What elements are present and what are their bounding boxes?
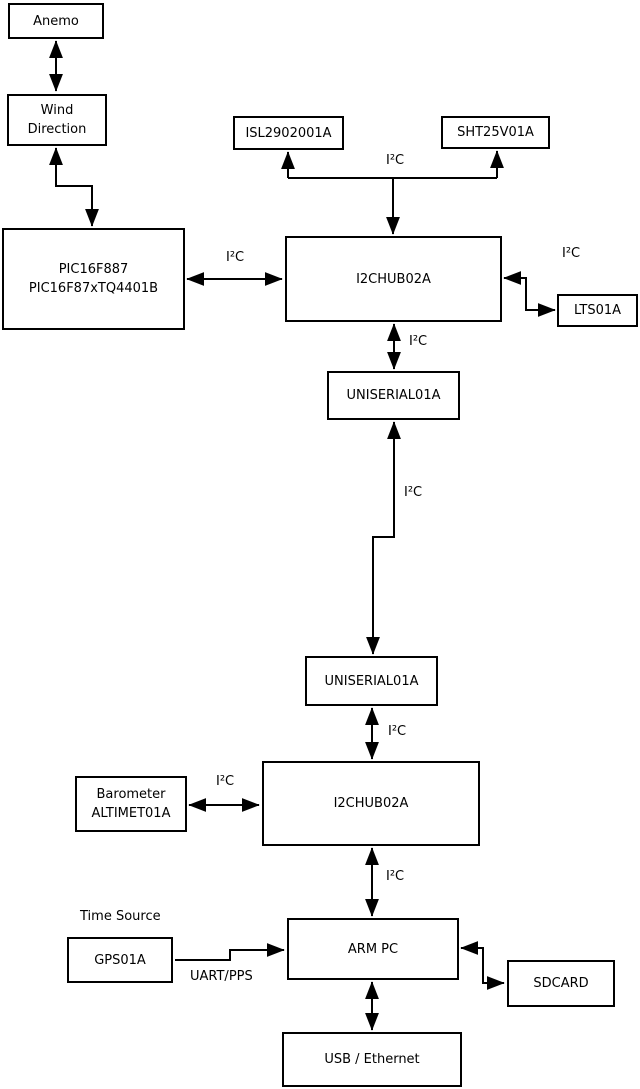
- edge-label-i2c-top-bus: I²C: [386, 153, 405, 168]
- node-arm-pc: ARM PC: [287, 918, 459, 980]
- node-pic-label-line2: PIC16F87xTQ4401B: [28, 281, 159, 296]
- node-sdcard: SDCARD: [507, 960, 615, 1007]
- edge-label-i2c-hub2-arm: I²C: [386, 869, 405, 884]
- node-wind-direction: Wind Direction: [7, 94, 107, 146]
- node-barometer-label-line1: Barometer: [96, 787, 166, 802]
- edge-gps-arm: [175, 943, 285, 961]
- node-lts01a-label: LTS01A: [573, 303, 622, 318]
- node-barometer-altimet01a: Barometer ALTIMET01A: [75, 776, 187, 832]
- node-i2chub02a-lower-label: I2CHUB02A: [333, 796, 409, 811]
- node-sht25v01a: SHT25V01A: [441, 116, 550, 149]
- node-wind-direction-label-line2: Direction: [27, 122, 87, 137]
- node-sdcard-label: SDCARD: [533, 976, 589, 991]
- node-anemometer-label: Anemo: [33, 13, 79, 29]
- edge-label-uart-pps: UART/PPS: [190, 969, 253, 984]
- edge-label-i2c-hub1-uniserial1: I²C: [409, 334, 428, 349]
- edge-label-i2c-uniserial-link: I²C: [404, 485, 423, 500]
- edge-label-i2c-pic-hub1: I²C: [226, 250, 245, 265]
- node-usb-ethernet-label: USB / Ethernet: [324, 1052, 420, 1067]
- node-i2chub02a-upper-label: I2CHUB02A: [356, 271, 431, 287]
- node-uniserial01a-upper: UNISERIAL01A: [327, 371, 460, 420]
- node-arm-pc-label: ARM PC: [347, 941, 399, 957]
- node-lts01a: LTS01A: [557, 294, 638, 327]
- edge-arm-sdcard: [460, 941, 505, 990]
- edge-uniserial1-uniserial2: [366, 421, 401, 655]
- edge-label-i2c-barometer-hub2: I²C: [216, 774, 235, 789]
- node-uniserial01a-lower-label: UNISERIAL01A: [324, 673, 419, 689]
- node-gps01a-label: GPS01A: [94, 952, 146, 968]
- edge-label-time-source: Time Source: [80, 909, 161, 924]
- node-pic-label-line1: PIC16F887: [58, 262, 129, 277]
- node-uniserial01a-lower: UNISERIAL01A: [305, 656, 438, 706]
- edge-label-i2c-uniserial2-hub2: I²C: [388, 724, 407, 739]
- node-gps01a: GPS01A: [67, 937, 173, 983]
- node-uniserial01a-upper-label: UNISERIAL01A: [346, 388, 441, 403]
- node-isl2902001a: ISL2902001A: [233, 116, 344, 150]
- node-i2chub02a-upper: I2CHUB02A: [285, 236, 502, 322]
- edge-wind-pic: [49, 147, 99, 227]
- node-sht25v01a-label: SHT25V01A: [457, 125, 534, 140]
- node-anemometer: Anemo: [8, 3, 104, 39]
- node-usb-ethernet: USB / Ethernet: [282, 1032, 462, 1087]
- node-isl2902001a-label: ISL2902001A: [245, 125, 332, 141]
- edge-label-i2c-hub1-lts: I²C: [562, 246, 581, 261]
- node-i2chub02a-lower: I2CHUB02A: [262, 761, 480, 846]
- node-barometer-label-line2: ALTIMET01A: [91, 806, 171, 821]
- node-pic-microcontroller: PIC16F887 PIC16F87xTQ4401B: [2, 228, 185, 330]
- edge-hub1-lts: [503, 271, 556, 317]
- node-wind-direction-label-line1: Wind: [40, 103, 74, 118]
